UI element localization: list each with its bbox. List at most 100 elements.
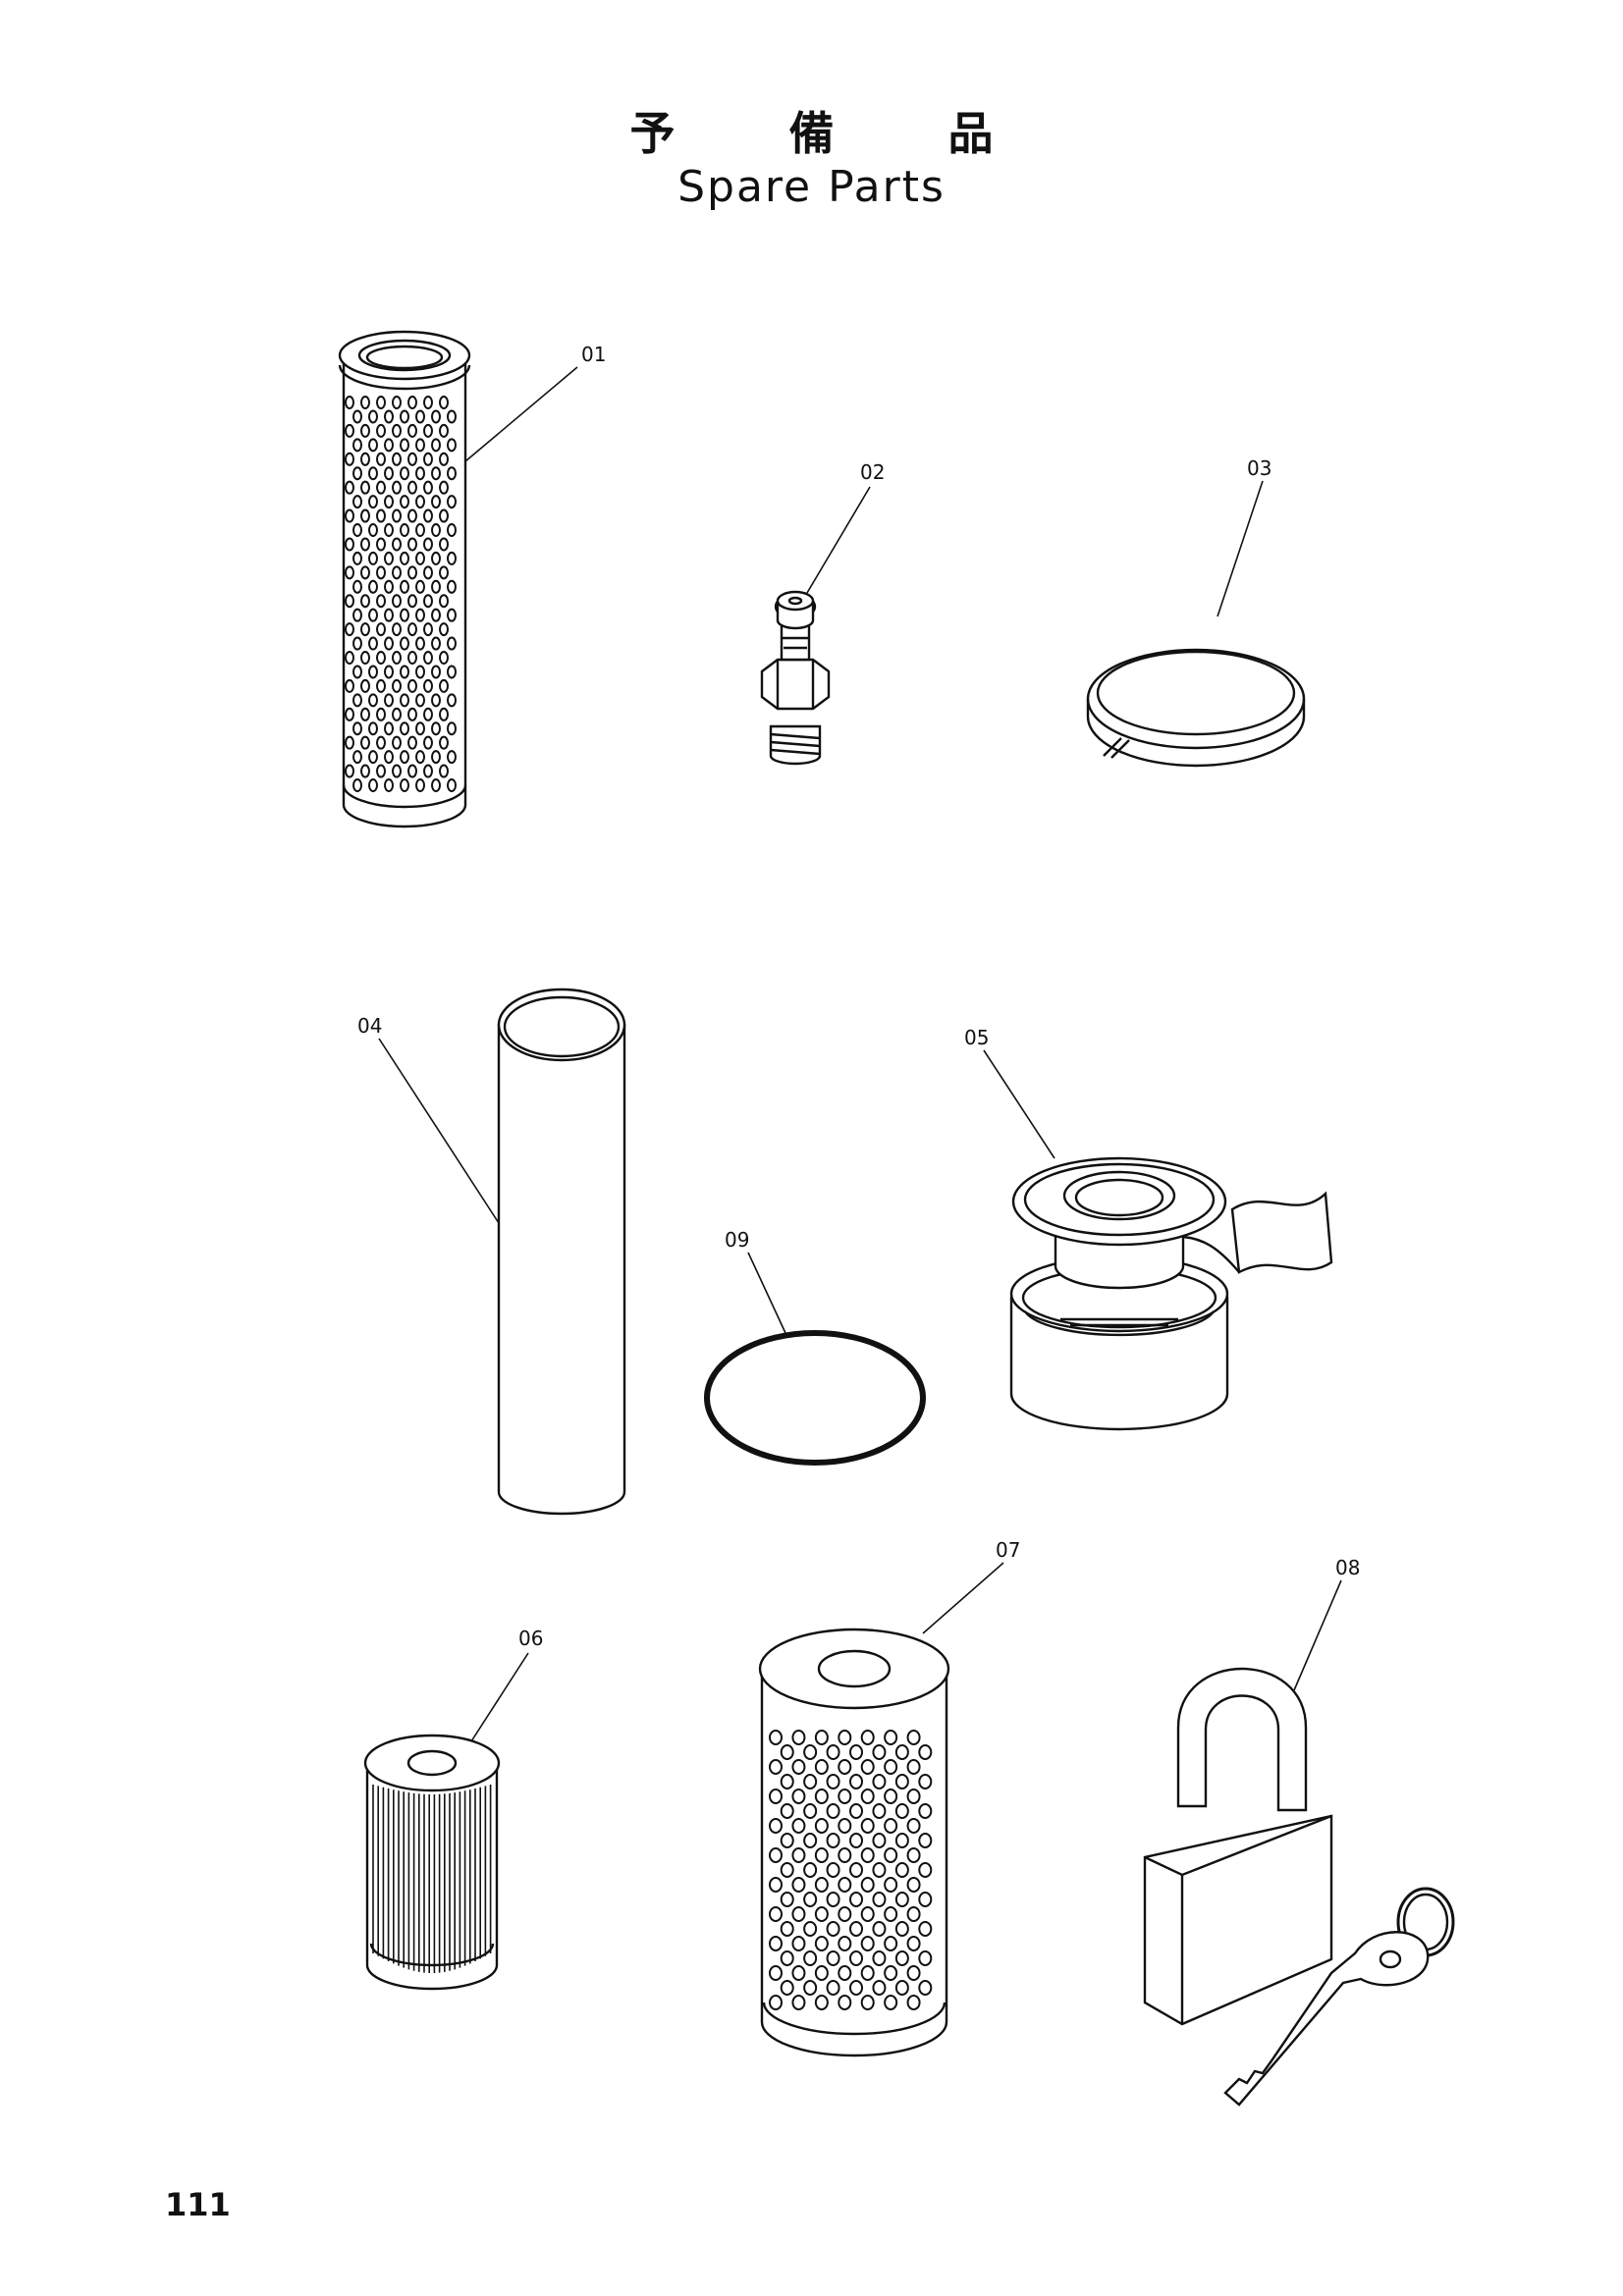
perforation-hole xyxy=(392,396,402,409)
perforation-hole xyxy=(368,636,378,651)
perforation-hole xyxy=(407,565,417,580)
perforation-hole xyxy=(352,721,362,736)
perforation-hole xyxy=(423,396,433,409)
perforation-hole xyxy=(415,551,425,565)
perforation-hole xyxy=(423,764,433,778)
perforation-hole xyxy=(769,1995,783,2010)
perforation-hole xyxy=(803,1980,818,1996)
perforation-hole xyxy=(384,778,394,792)
perforation-hole xyxy=(360,565,370,580)
perforation-hole xyxy=(360,651,370,665)
perforation-hole xyxy=(803,1862,818,1878)
perforation-hole xyxy=(360,622,370,637)
perforation-hole xyxy=(872,1921,887,1937)
perforation-hole xyxy=(780,1803,794,1819)
perforation-hole xyxy=(872,1950,887,1966)
perforation-hole xyxy=(803,1774,818,1789)
perforation-hole xyxy=(872,1862,887,1878)
perforation-hole xyxy=(780,1774,794,1789)
perforation-hole xyxy=(872,1774,887,1789)
perforation-hole xyxy=(376,480,386,495)
callout-01-label: 01 xyxy=(581,343,606,366)
perforation-hole xyxy=(392,735,402,750)
perforation-hole xyxy=(392,707,402,721)
perforation-hole xyxy=(376,452,386,466)
perforation-hole xyxy=(360,678,370,693)
perforation-hole xyxy=(791,1789,806,1804)
callout-04: 04 xyxy=(357,1014,500,1224)
perforation-hole xyxy=(407,396,417,409)
perforation-hole xyxy=(360,594,370,609)
perforation-hole xyxy=(791,1759,806,1775)
part-03-split-ring xyxy=(1086,648,1306,768)
perforation-hole xyxy=(918,1862,933,1878)
perforation-hole xyxy=(872,1833,887,1848)
perforation-hole xyxy=(780,1950,794,1966)
perforation-hole xyxy=(439,622,449,637)
perforation-hole xyxy=(376,735,386,750)
perforation-hole xyxy=(368,608,378,622)
perforation-hole xyxy=(906,1789,921,1804)
perforation-hole xyxy=(392,480,402,495)
perforation-hole xyxy=(769,1759,783,1775)
perforation-hole xyxy=(400,551,409,565)
callout-06: 06 xyxy=(470,1627,543,1742)
perforation-hole xyxy=(447,608,457,622)
perforation-hole xyxy=(884,1995,898,2010)
perforation-hole xyxy=(814,1730,829,1745)
perforation-hole xyxy=(860,1936,875,1951)
perforation-hole xyxy=(894,1950,909,1966)
callout-03-label: 03 xyxy=(1247,456,1271,480)
perforation-hole xyxy=(439,678,449,693)
perforation-hole xyxy=(439,480,449,495)
perforation-hole xyxy=(407,423,417,438)
perforation-hole xyxy=(345,651,354,665)
perforation-hole xyxy=(780,1892,794,1907)
perforation-hole xyxy=(400,495,409,509)
perforation-hole xyxy=(345,508,354,523)
perforation-hole xyxy=(769,1965,783,1981)
perforation-hole xyxy=(352,551,362,565)
perforation-hole xyxy=(352,750,362,765)
perforation-hole xyxy=(400,466,409,481)
perforation-hole xyxy=(360,423,370,438)
perforation-hole xyxy=(814,1818,829,1834)
callout-08-label: 08 xyxy=(1335,1556,1360,1579)
perforation-hole xyxy=(906,1730,921,1745)
perforation-hole xyxy=(447,579,457,594)
part-02-grease-nipple xyxy=(760,590,831,766)
perforation-hole xyxy=(849,1892,863,1907)
perforation-hole xyxy=(352,636,362,651)
perforation-hole xyxy=(384,409,394,424)
perforation-hole xyxy=(384,693,394,708)
perforation-hole xyxy=(400,579,409,594)
callout-01: 01 xyxy=(464,343,606,462)
perforation-hole xyxy=(368,551,378,565)
perforation-hole xyxy=(352,579,362,594)
perforation-hole xyxy=(345,678,354,693)
perforation-hole xyxy=(352,466,362,481)
perforation-hole xyxy=(769,1847,783,1863)
perforation-hole xyxy=(392,537,402,552)
perforation-hole xyxy=(906,1818,921,1834)
page-number: 111 xyxy=(165,2186,231,2223)
perforation-hole xyxy=(407,622,417,637)
page-title-japanese: 予 備 品 xyxy=(629,107,1043,160)
perforation-hole xyxy=(368,495,378,509)
perforation-hole xyxy=(384,750,394,765)
perforation-hole xyxy=(392,764,402,778)
perforation-hole xyxy=(360,537,370,552)
perforation-hole xyxy=(791,1965,806,1981)
perforation-hole xyxy=(803,1803,818,1819)
part-05-seal-assembly xyxy=(1009,1156,1333,1431)
perforation-hole xyxy=(918,1833,933,1848)
perforation-hole xyxy=(423,565,433,580)
perforation-hole xyxy=(769,1789,783,1804)
perforation-hole xyxy=(860,1877,875,1893)
page-title-english: Spare Parts xyxy=(677,162,946,212)
perforation-hole xyxy=(769,1818,783,1834)
perforation-hole xyxy=(400,778,409,792)
perforation-hole xyxy=(423,508,433,523)
perforation-hole xyxy=(415,636,425,651)
